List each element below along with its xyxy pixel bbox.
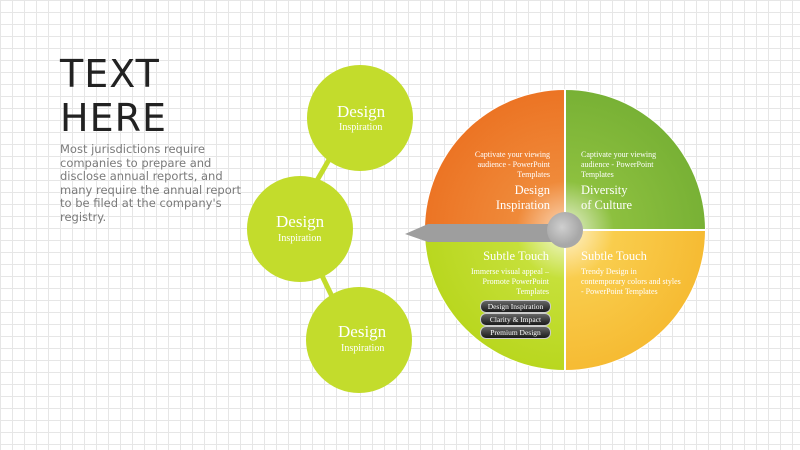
heading-line-1: Diversity [581, 183, 628, 197]
hub-pointer [405, 224, 560, 242]
circle-bottom-title: Design [338, 322, 387, 341]
quadrant-bottom-left-text: Immerse visual appeal – Promote PowerPoi… [471, 267, 549, 296]
quadrant-bottom-right [565, 230, 705, 370]
quadrant-top-left [425, 90, 565, 230]
hub-circle [547, 212, 583, 248]
circle-top [307, 65, 413, 171]
circle-middle-subtitle: Inspiration [278, 233, 322, 244]
circle-bottom [306, 287, 412, 393]
circle-bottom-subtitle: Inspiration [341, 343, 385, 354]
quadrant-bottom-right-heading: Subtle Touch [581, 249, 647, 263]
title-line-2: HERE [60, 96, 167, 140]
quadrant-bottom-left-heading: Subtle Touch [483, 249, 549, 263]
quadrant-top-left-heading: Design Inspiration [470, 183, 550, 213]
circle-middle [247, 176, 353, 282]
quadrant-top-right-text: Captivate your viewing audience - PowerP… [581, 150, 657, 179]
quadrant-bottom-right-text: Trendy Design in contemporary colors and… [581, 267, 681, 296]
tag-pill: Design Inspiration [480, 300, 551, 313]
circle-top-title: Design [337, 102, 386, 121]
tag-pill: Clarity & Impact [480, 313, 551, 326]
description-text: Most jurisdictions require companies to … [60, 142, 242, 224]
heading-line-1: Design [514, 183, 550, 197]
circle-top-subtitle: Inspiration [339, 122, 383, 133]
heading-line-2: of Culture [581, 198, 633, 212]
quadrant-top-right-heading: Diversity of Culture [581, 183, 671, 213]
title-line-1: TEXT [60, 52, 160, 96]
heading-line-2: Inspiration [495, 198, 550, 212]
quadrant-top-right [565, 90, 705, 230]
circle-middle-title: Design [276, 212, 325, 231]
quadrant-top-left-text: Captivate your viewing audience - PowerP… [474, 150, 550, 179]
tag-pill: Premium Design [480, 326, 551, 339]
slide-title: TEXT HERE [60, 52, 260, 140]
